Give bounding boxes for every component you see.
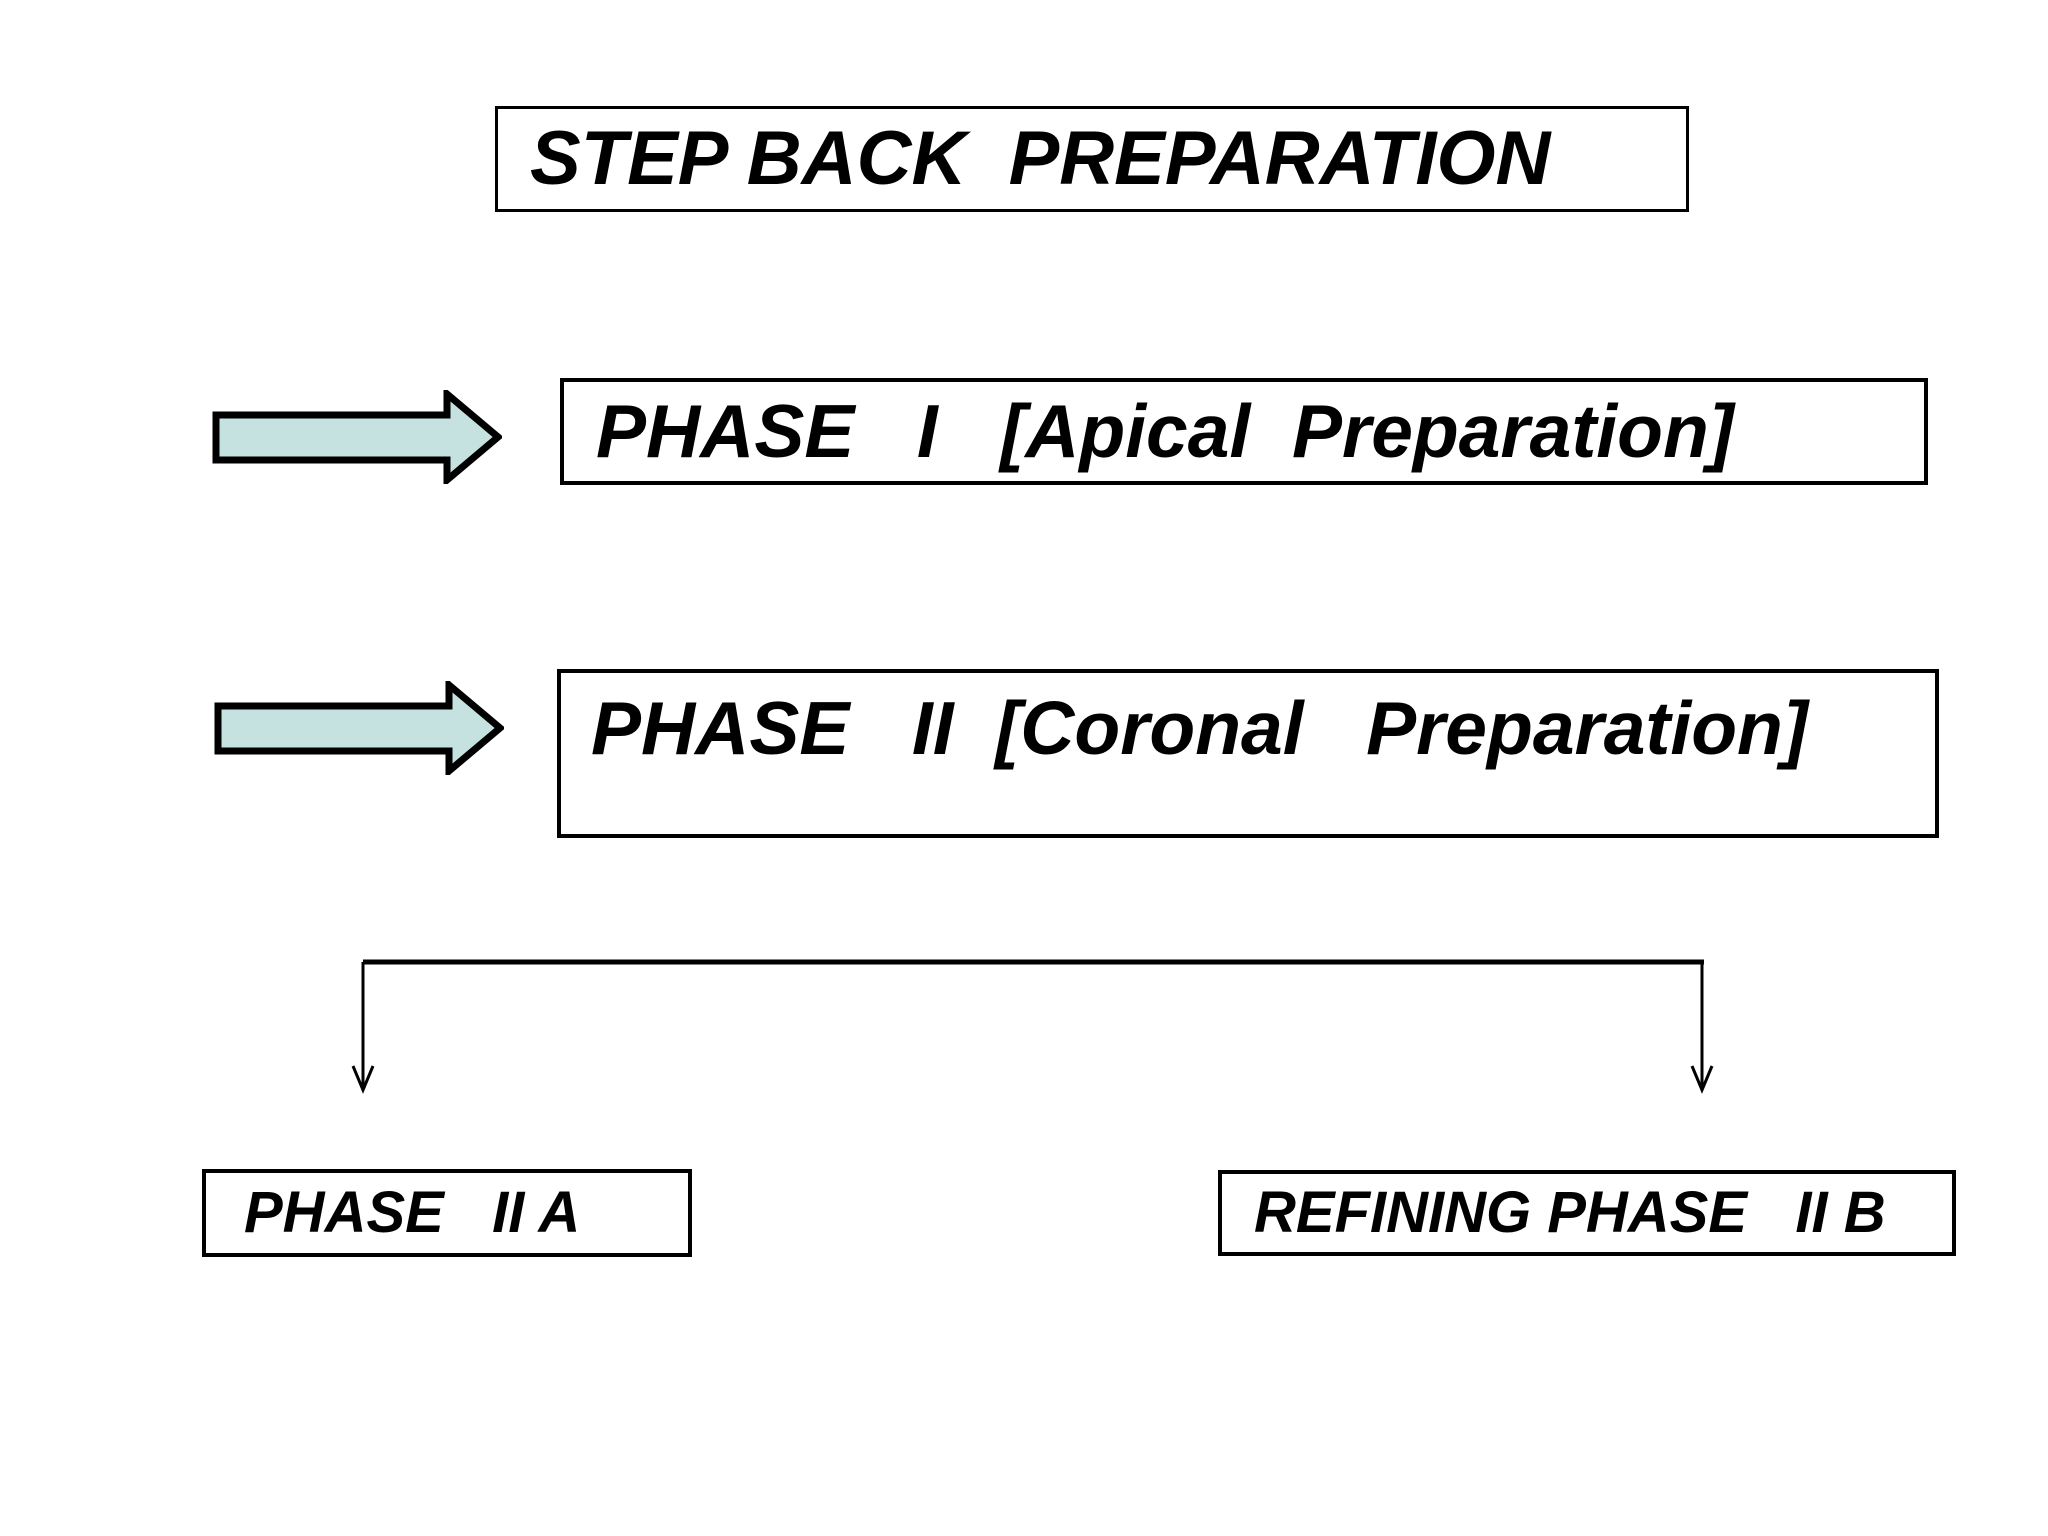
- phase-2a-box: PHASE II A: [202, 1169, 692, 1257]
- phase-2b-box: REFINING PHASE II B: [1218, 1170, 1956, 1256]
- branch-connector: [351, 959, 1714, 1094]
- block-arrow-right-icon: [212, 390, 502, 484]
- thin-arrow-down-icon: [351, 1065, 375, 1094]
- block-arrow-right-icon: [214, 681, 504, 775]
- block-arrow-shape: [212, 390, 502, 484]
- block-arrow-shape: [214, 681, 504, 775]
- phase-2-label: PHASE II [Coronal Preparation]: [591, 686, 1808, 770]
- phase-2b-label: REFINING PHASE II B: [1254, 1180, 1886, 1245]
- slide-title: STEP BACK PREPARATION: [530, 116, 1551, 201]
- phase-1-label: PHASE I [Apical Preparation]: [596, 389, 1734, 473]
- phase-1-box: PHASE I [Apical Preparation]: [560, 378, 1928, 485]
- phase-2a-label: PHASE II A: [244, 1180, 581, 1245]
- thin-arrow-down-icon: [1690, 1065, 1714, 1094]
- phase-2-box: PHASE II [Coronal Preparation]: [557, 669, 1939, 838]
- title-box: STEP BACK PREPARATION: [495, 106, 1689, 212]
